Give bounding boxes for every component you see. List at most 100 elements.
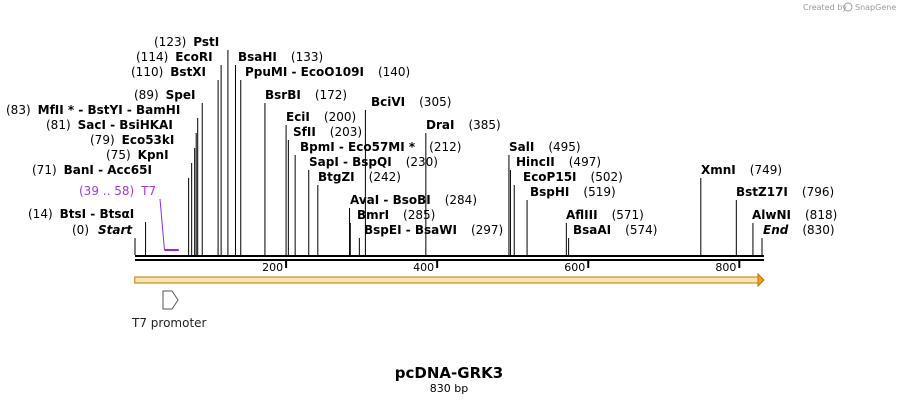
enzyme-name: SacI - BsiHKAI [78, 118, 173, 132]
site-label-497[interactable]: HincII (497) [516, 155, 601, 169]
site-label-200[interactable]: EciI(200) [286, 110, 356, 124]
tick-label: 400 [413, 261, 434, 274]
site-position: (818) [805, 208, 837, 222]
site-position: (212) [429, 140, 461, 154]
enzyme-name: KpnI [138, 148, 169, 162]
enzyme-name: BsaHI [238, 50, 277, 64]
site-position: (297) [471, 223, 503, 237]
site-label-203[interactable]: SfII (203) [293, 125, 362, 139]
site-label-83[interactable]: (83) MfII * - BstYI - BamHI [6, 103, 180, 117]
enzyme-name: XmnI [701, 163, 736, 177]
site-label-818[interactable]: AlwNI(818) [752, 208, 837, 222]
enzyme-name: SpeI [166, 88, 196, 102]
enzyme-name: BtsI - BtsαI [60, 207, 135, 221]
site-label-110[interactable]: (110)BstXI [131, 65, 206, 79]
enzyme-name: Eco53kI [122, 133, 175, 147]
site-position: (83) [6, 103, 31, 117]
enzyme-name: EcoRI [175, 50, 212, 64]
enzyme-name: BciVI [371, 95, 405, 109]
site-position: (519) [583, 185, 615, 199]
site-position: (285) [403, 208, 435, 222]
t7-primer-label: (39 .. 58)T7 [79, 184, 156, 198]
tick-label: 600 [564, 261, 585, 274]
t7-promoter-label: T7 promoter [131, 316, 207, 330]
site-position: (114) [136, 50, 168, 64]
site-label-495[interactable]: SalI(495) [509, 140, 581, 154]
enzyme-name: PstI [193, 35, 219, 49]
site-position: (79) [90, 133, 115, 147]
enzyme-name: SapI - BspQI [309, 155, 392, 169]
site-label-502[interactable]: EcoP15I(502) [523, 170, 623, 184]
site-position: (14) [28, 207, 53, 221]
site-label-81[interactable]: (81) SacI - BsiHKAI [46, 118, 173, 132]
site-label-79[interactable]: (79) Eco53kI [90, 133, 174, 147]
site-label-114[interactable]: (114) EcoRI [136, 50, 213, 64]
sequence-backbone [135, 255, 764, 261]
site-label-140[interactable]: PpuMI - EcoO109I(140) [245, 65, 410, 79]
axis-ticks: 200 400 600 800 [262, 261, 741, 274]
enzyme-name: BsrBI [265, 88, 301, 102]
enzyme-name: BsaAI [573, 223, 611, 237]
enzyme-name: BstZ17I [736, 185, 788, 199]
site-position: (284) [445, 193, 477, 207]
tick-label: 200 [262, 261, 283, 274]
tick-label: 800 [715, 261, 736, 274]
credit-text: Created by [803, 3, 847, 12]
enzyme-name: BstXI [170, 65, 206, 79]
plasmid-length: 830 bp [430, 382, 468, 395]
site-label-89[interactable]: (89) SpeI [134, 88, 195, 102]
site-position: (123) [154, 35, 186, 49]
enzyme-name: HincII [516, 155, 555, 169]
end-label: End(830) [763, 223, 835, 237]
enzyme-name: BmrI [357, 208, 389, 222]
site-position: (495) [548, 140, 580, 154]
site-position: (230) [406, 155, 438, 169]
snapgene-logo-icon [843, 2, 853, 12]
site-label-172[interactable]: BsrBI (172) [265, 88, 347, 102]
site-position: (89) [134, 88, 159, 102]
site-label-133[interactable]: BsaHI (133) [238, 50, 323, 64]
site-label-305[interactable]: BciVI (305) [371, 95, 451, 109]
enzyme-name: BspEI - BsaWI [364, 223, 457, 237]
t7-primer-leader [159, 198, 165, 251]
site-label-574[interactable]: BsaAI(574) [573, 223, 657, 237]
site-label-14[interactable]: (14) BtsI - BtsαI [28, 207, 134, 221]
site-position: (172) [315, 88, 347, 102]
site-position: (385) [468, 118, 500, 132]
site-leader-lines [134, 50, 763, 255]
site-label-285[interactable]: BmrI (285) [357, 208, 435, 222]
site-position: (749) [750, 163, 782, 177]
site-label-385[interactable]: DraI(385) [426, 118, 501, 132]
site-label-123[interactable]: (123) PstI [154, 35, 219, 49]
site-position: (133) [291, 50, 323, 64]
enzyme-name: EciI [286, 110, 310, 124]
start-label: (0)Start [72, 223, 133, 237]
site-label-284[interactable]: AvaI - BsoBI (284) [350, 193, 477, 207]
site-label-796[interactable]: BstZ17I(796) [736, 185, 834, 199]
site-position: (203) [330, 125, 362, 139]
orf-arrow[interactable] [134, 272, 765, 288]
site-position: (305) [419, 95, 451, 109]
site-label-242[interactable]: BtgZI(242) [318, 170, 401, 184]
site-position: (497) [569, 155, 601, 169]
site-label-571[interactable]: AflIII(571) [566, 208, 644, 222]
t7-promoter-feature[interactable] [162, 290, 179, 310]
site-label-519[interactable]: BspHI(519) [530, 185, 616, 199]
enzyme-name: BanI - Acc65I [64, 163, 152, 177]
plasmid-name: pcDNA-GRK3 [395, 364, 503, 382]
site-position: (71) [32, 163, 57, 177]
enzyme-name: AvaI - BsoBI [350, 193, 431, 207]
site-label-212[interactable]: BpmI - Eco57MI *(212) [300, 140, 461, 154]
credit-brand: SnapGene [855, 3, 896, 12]
site-label-75[interactable]: (75)KpnI [106, 148, 169, 162]
site-position: (81) [46, 118, 71, 132]
enzyme-name: BtgZI [318, 170, 355, 184]
site-label-749[interactable]: XmnI (749) [701, 163, 782, 177]
site-label-230[interactable]: SapI - BspQI (230) [309, 155, 438, 169]
site-label-71[interactable]: (71) BanI - Acc65I [32, 163, 152, 177]
site-position: (502) [591, 170, 623, 184]
site-label-297[interactable]: BspEI - BsaWI (297) [364, 223, 503, 237]
site-labels: (14) BtsI - BtsαI (71) BanI - Acc65I(75)Kpn… [6, 35, 837, 237]
enzyme-name: SfII [293, 125, 316, 139]
enzyme-name: MfII * - BstYI - BamHI [38, 103, 181, 117]
